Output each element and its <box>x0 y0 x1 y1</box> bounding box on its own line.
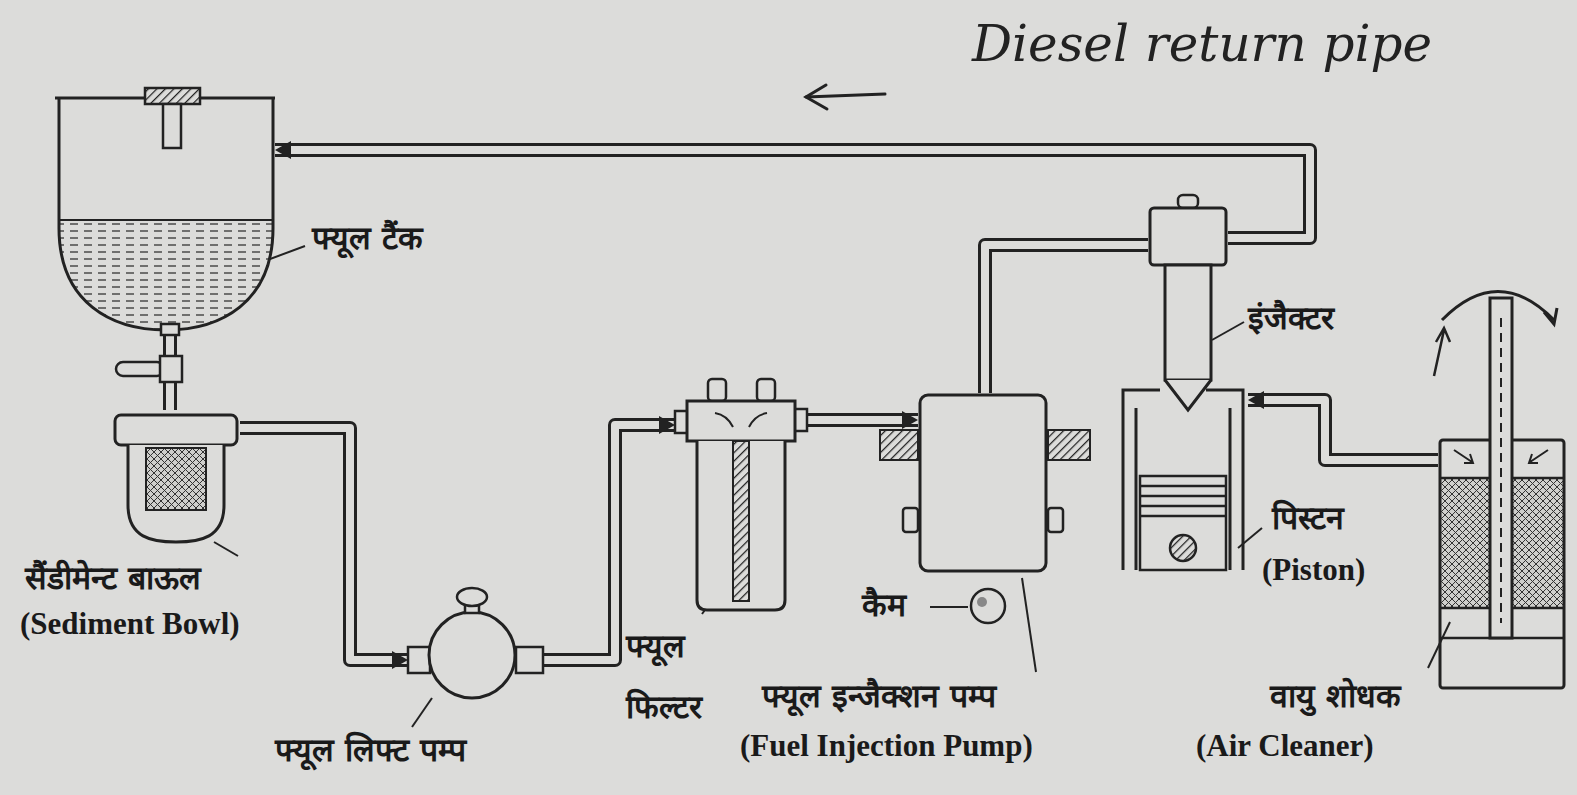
part-label: फ्यूल लिफ्ट पम्प <box>275 730 466 772</box>
fuel-pipe <box>1248 391 1438 460</box>
flow-arrowhead <box>1248 391 1264 409</box>
part-label: फ्यूल इन्जैक्शन पम्प <box>762 676 996 718</box>
pipe-wall <box>807 413 918 427</box>
engine-cylinder-shape <box>1118 388 1248 573</box>
fuel-injection-pump-shape <box>918 393 1048 573</box>
part-label: वायु शोधक <box>1270 676 1401 718</box>
sediment-bowl-shape <box>112 410 240 545</box>
pipe-bore <box>807 416 918 424</box>
fuel-pipe <box>985 245 1148 393</box>
sediment-bowl: सैंडीमेन्ट बाऊल(Sediment Bowl) <box>112 410 240 545</box>
fuel-pipe <box>543 416 675 660</box>
part-label: पिस्टन <box>1272 498 1344 540</box>
fuel-injection-pump: फ्यूल इन्जैक्शन पम्प(Fuel Injection Pump… <box>918 393 1048 573</box>
pipe-bore <box>543 425 675 660</box>
pipe-wall <box>543 425 675 660</box>
pipe-label: Diesel return pipe <box>968 14 1436 74</box>
part-label: सैंडीमेन्ट बाऊल <box>25 558 201 600</box>
pipe-wall <box>1248 400 1438 460</box>
fuel-pipe <box>240 428 408 669</box>
flow-arrowhead <box>392 651 408 669</box>
fuel-tank-shape <box>55 88 275 335</box>
leader-lines <box>214 246 1450 727</box>
flow-arrowhead <box>275 141 291 159</box>
hand-arrow <box>806 85 885 109</box>
fuel-filter-shape <box>675 375 807 615</box>
pipe-bore <box>1248 400 1438 460</box>
fuel-tank: फ्यूल टैंक <box>55 88 275 335</box>
fuel-lift-pump: फ्यूल लिफ्ट पम्प <box>408 585 543 700</box>
air-cleaner-shape <box>1438 438 1566 690</box>
pipe-wall <box>240 428 408 660</box>
part-label: (Air Cleaner) <box>1196 726 1374 766</box>
engine-cylinder: पिस्टन(Piston) <box>1118 388 1248 573</box>
fuel-pipe <box>807 411 918 429</box>
part-label: (Fuel Injection Pump) <box>740 726 1033 766</box>
injector: इंजैक्टर <box>1148 195 1228 410</box>
fuel-lift-pump-shape <box>408 585 543 700</box>
flow-arrowhead <box>902 411 918 429</box>
part-label: इंजैक्टर <box>1248 298 1334 340</box>
pipe-bore <box>240 428 408 660</box>
part-label: कैम <box>862 585 906 627</box>
fuel-tap <box>116 356 182 382</box>
part-label: (Piston) <box>1262 550 1365 590</box>
injector-shape <box>1148 195 1228 410</box>
air-cleaner: वायु शोधक(Air Cleaner) <box>1438 438 1566 690</box>
pipe-bore <box>985 245 1148 393</box>
part-label: फ्यूल टैंक <box>312 218 423 260</box>
fuel-filter: फ्यूल फिल्टर <box>675 375 807 615</box>
part-label: (Sediment Bowl) <box>20 604 240 644</box>
part-label: फ्यूल फिल्टर <box>626 616 702 738</box>
flow-arrowhead <box>659 416 675 434</box>
pipe-wall <box>985 245 1148 393</box>
